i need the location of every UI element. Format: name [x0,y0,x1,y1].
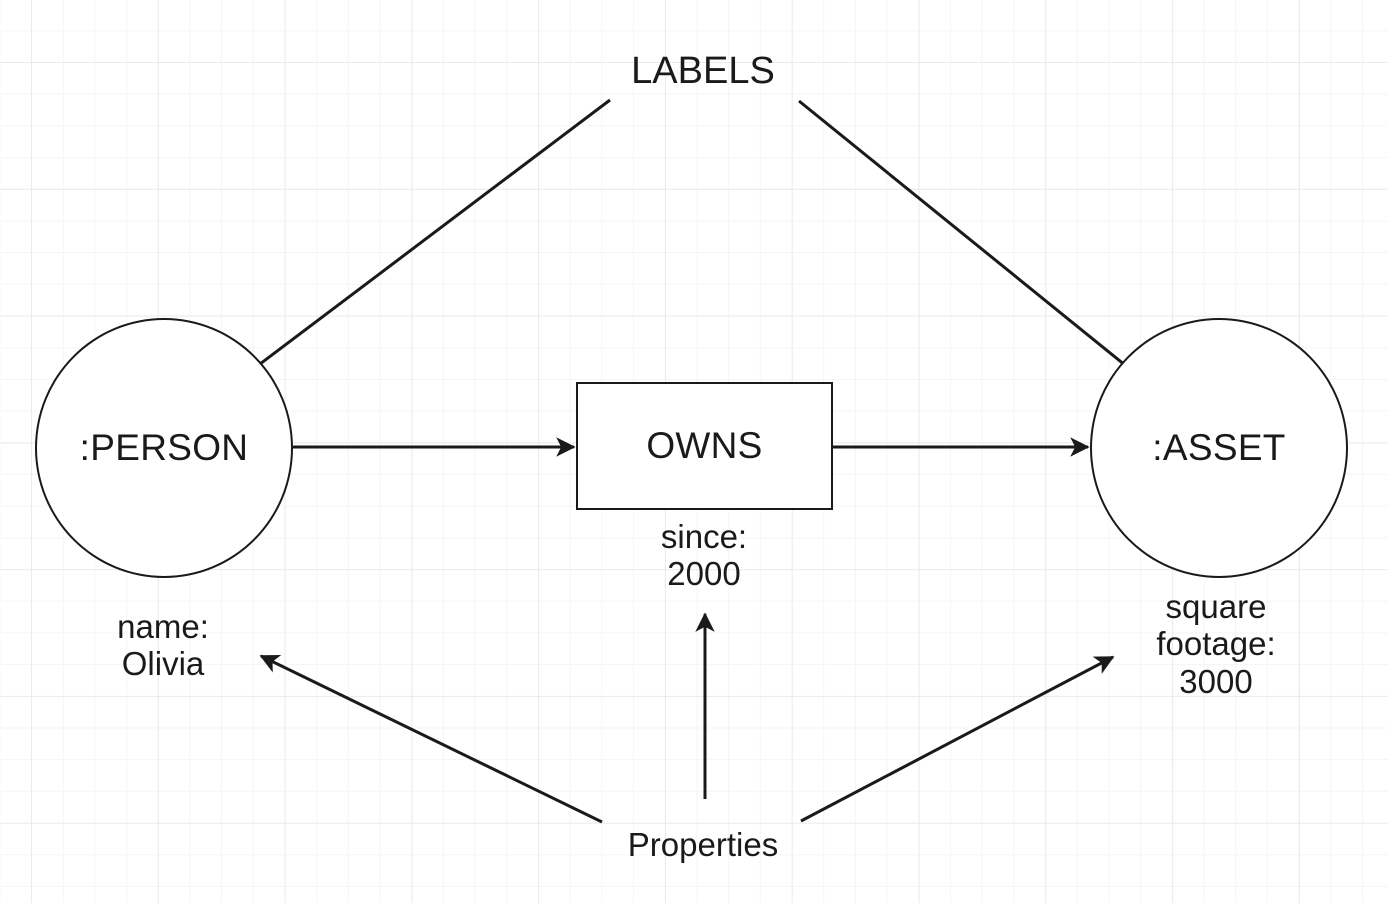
node-asset[interactable]: :ASSET [1090,318,1348,578]
node-owns-relationship[interactable]: OWNS [576,382,833,510]
edge-properties-to-person-props [259,654,603,824]
properties-callout-text: Properties [627,826,779,863]
owns-properties-text: since: 2000 [660,518,748,593]
node-person[interactable]: :PERSON [35,318,293,578]
node-owns-label: OWNS [646,425,763,466]
edge-properties-to-asset-props [800,655,1115,823]
asset-properties-text: square footage: 3000 [1156,588,1276,700]
labels-callout-text: LABELS [631,50,775,92]
node-asset-label: :ASSET [1152,427,1286,468]
person-properties-text: name: Olivia [117,608,209,683]
node-person-label: :PERSON [79,427,249,468]
